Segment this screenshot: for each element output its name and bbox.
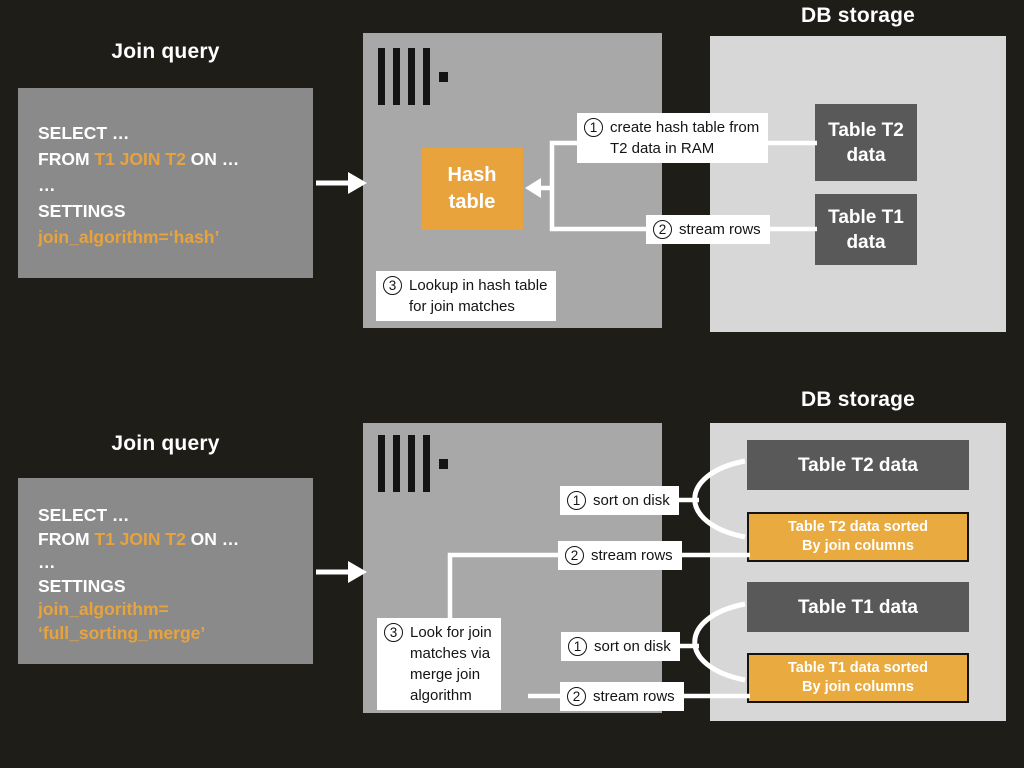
query-line-settings: SETTINGS [38,198,313,224]
db-storage-panel-hash [710,36,1006,332]
sql-text: SETTINGS [38,575,126,596]
table-t1-sorted-box: Table T1 data sorted By join columns [747,653,969,703]
step-label-text: stream rows [679,221,761,238]
step-label-create-hash-table: 1 create hash table from T2 data in RAM [577,113,769,163]
logo-dot [439,459,448,469]
query-line-from: FROM T1 JOIN T2 ON … [38,528,313,552]
db-storage-heading-hash: DB storage [800,4,916,27]
sql-accent-tables: T1 JOIN T2 [94,528,186,549]
step-label-text: sort on disk [593,492,670,509]
sql-accent-algorithm: join_algorithm=‘hash’ [38,227,220,247]
sql-accent-tables: T1 JOIN T2 [94,149,186,169]
step-number-circle: 2 [653,220,672,239]
arrowhead-hash-table [525,178,541,198]
sql-text: … [38,552,56,572]
merge-join-query-box: SELECT … FROM T1 JOIN T2 ON … … SETTINGS… [18,478,313,664]
step-label-text: stream rows [593,688,675,705]
step-number-circle: 1 [584,118,603,137]
step-number-circle: 1 [568,637,587,656]
step-label-sort-on-disk-t1: 1 sort on disk [561,632,680,661]
query-line-from: FROM T1 JOIN T2 ON … [38,146,313,172]
step-label-sort-on-disk-t2: 1 sort on disk [560,486,679,515]
step-label-lookup-hash-table: 3 Lookup in hash table for join matches [376,271,557,321]
step-label-merge-join-lookup: 3 Look for join matches via merge join a… [377,618,501,710]
logo-bar [423,48,430,105]
sql-text: SETTINGS [38,201,126,221]
step-number-circle: 2 [567,687,586,706]
logo-bar [393,435,400,492]
sql-text: SELECT … [38,123,130,143]
line-stream-t2-to-step3 [447,552,575,626]
step-label-text: Look for join matches via merge join alg… [410,624,492,704]
query-line-settings: SETTINGS [38,575,313,599]
query-line-ellipsis: … [38,172,313,198]
step-number-circle: 1 [567,491,586,510]
step-label-stream-rows-t2: 2 stream rows [558,541,682,570]
query-line-ellipsis: … [38,551,313,575]
sql-text: FROM [38,149,95,169]
arc-sort-t1 [692,601,746,683]
sql-text: SELECT … [38,505,130,525]
query-line-select: SELECT … [38,120,313,146]
step-number-circle: 3 [383,276,402,295]
sql-text: FROM [38,528,95,549]
logo-bar [393,48,400,105]
query-line-select: SELECT … [38,504,313,528]
logo-bar [408,435,415,492]
step-label-stream-rows: 2 stream rows [646,215,770,244]
step-label-text: create hash table from T2 data in RAM [610,119,760,157]
logo-dot [439,72,448,82]
step-number-circle: 2 [565,546,584,565]
arrowhead-query-merge [348,561,367,583]
step-label-stream-rows-t1: 2 stream rows [560,682,684,711]
arc-sort-t2 [692,458,746,540]
sql-accent-algorithm: ‘full_sorting_merge’ [38,622,206,643]
hash-table-box: Hash table [421,148,523,230]
merge-join-query-heading: Join query [111,432,220,455]
query-line-algorithm-1: join_algorithm= [38,598,313,622]
logo-bar [378,435,385,492]
hash-join-query-heading: Join query [111,40,220,63]
logo-bar [378,48,385,105]
query-line-algorithm: join_algorithm=‘hash’ [38,224,313,250]
table-t1-data-box: Table T1 data [747,582,969,632]
sql-text: ON … [185,149,240,169]
clickhouse-logo-icon [378,48,448,105]
table-t2-data-box: Table T2 data [747,440,969,490]
sql-text: ON … [185,528,240,549]
clickhouse-logo-icon [378,435,448,492]
table-t1-data-box: Table T1 data [815,194,917,265]
logo-bar [408,48,415,105]
table-t2-sorted-box: Table T2 data sorted By join columns [747,512,969,562]
step-label-text: Lookup in hash table for join matches [409,277,548,315]
db-storage-heading-merge: DB storage [800,388,916,411]
arrowhead-query-hash [348,172,367,194]
sql-text: … [38,175,56,195]
hash-join-query-box: SELECT … FROM T1 JOIN T2 ON … … SETTINGS… [18,88,313,278]
query-line-algorithm-2: ‘full_sorting_merge’ [38,622,313,646]
logo-bar [423,435,430,492]
step-label-text: stream rows [591,547,673,564]
table-t2-data-box: Table T2 data [815,104,917,181]
step-label-text: sort on disk [594,638,671,655]
sql-accent-algorithm: join_algorithm= [38,599,169,619]
step-number-circle: 3 [384,623,403,642]
